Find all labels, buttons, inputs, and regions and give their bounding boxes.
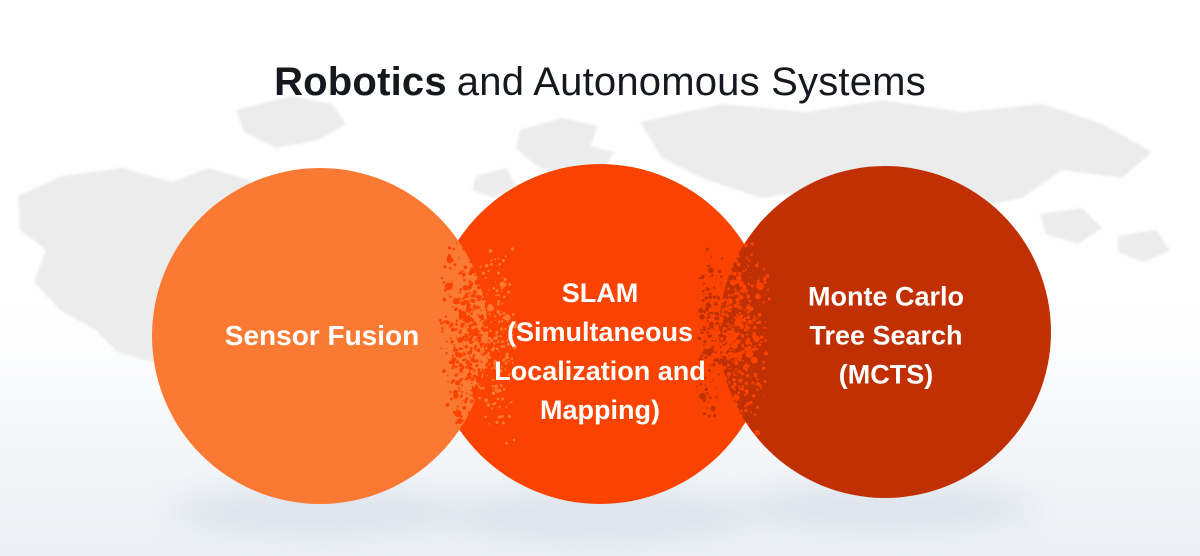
label-slam: SLAM (Simultaneous Localization and Mapp… [435, 274, 765, 430]
page-title: Roboticsand Autonomous Systems [0, 58, 1200, 106]
label-line: (MCTS) [731, 356, 1041, 395]
label-line: Monte Carlo [731, 278, 1041, 317]
label-sensor-fusion: Sensor Fusion [162, 319, 482, 353]
label-line: Sensor Fusion [162, 319, 482, 353]
label-mcts: Monte Carlo Tree Search (MCTS) [731, 278, 1041, 395]
label-line: SLAM [435, 274, 765, 313]
label-line: Tree Search [731, 317, 1041, 356]
label-line: (Simultaneous [435, 313, 765, 352]
title-bold-text: Robotics [274, 60, 447, 104]
label-line: Mapping) [435, 391, 765, 430]
label-line: Localization and [435, 352, 765, 391]
title-regular-text: and Autonomous Systems [457, 60, 926, 104]
